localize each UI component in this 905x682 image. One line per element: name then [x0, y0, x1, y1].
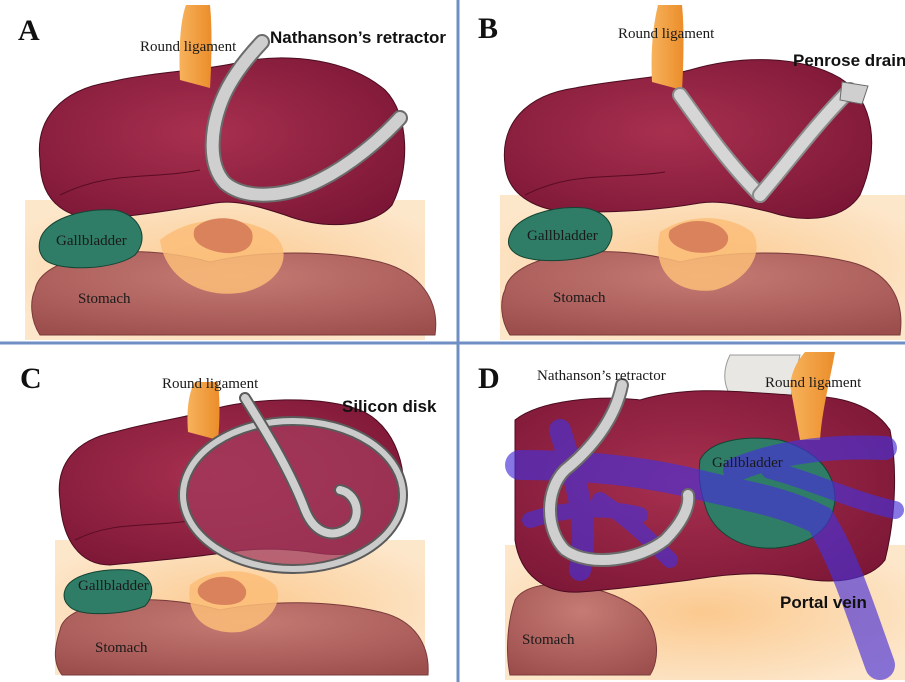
stomach-label: Stomach	[95, 640, 148, 656]
liver	[504, 60, 871, 219]
portal-vein-label: Portal vein	[780, 593, 867, 612]
stomach-label: Stomach	[522, 632, 575, 648]
device-label: Penrose drain	[793, 51, 905, 70]
panel-letter: C	[20, 362, 42, 395]
round-ligament-label: Round ligament	[162, 376, 259, 392]
gallbladder-label: Gallbladder	[78, 578, 149, 594]
device-label: Nathanson’s retractor	[270, 28, 446, 47]
round-ligament-label: Round ligament	[140, 39, 237, 55]
round-ligament	[652, 5, 684, 90]
gallbladder-label: Gallbladder	[56, 233, 127, 249]
panel-letter: A	[18, 14, 40, 47]
panel-letter: D	[478, 362, 500, 395]
panel-a: A Round ligament Nathanson’s retractor G…	[18, 5, 446, 340]
device-label: Silicon disk	[342, 397, 437, 416]
gallbladder-label: Gallbladder	[712, 455, 783, 471]
round-ligament-label: Round ligament	[765, 375, 862, 391]
gallbladder-label: Gallbladder	[527, 228, 598, 244]
device-label: Nathanson’s retractor	[537, 368, 666, 384]
panel-c: C Round ligament Silicon disk Gallbladde…	[20, 362, 437, 675]
panel-d: D Round ligament Nathanson’s retractor G…	[478, 352, 905, 680]
penrose-drain-knot	[840, 82, 868, 104]
panel-b: B Round ligament Penrose drain Gallbladd…	[478, 5, 905, 340]
stomach-label: Stomach	[553, 290, 606, 306]
panel-letter: B	[478, 12, 498, 45]
round-ligament-label: Round ligament	[618, 26, 715, 42]
stomach-label: Stomach	[78, 291, 131, 307]
